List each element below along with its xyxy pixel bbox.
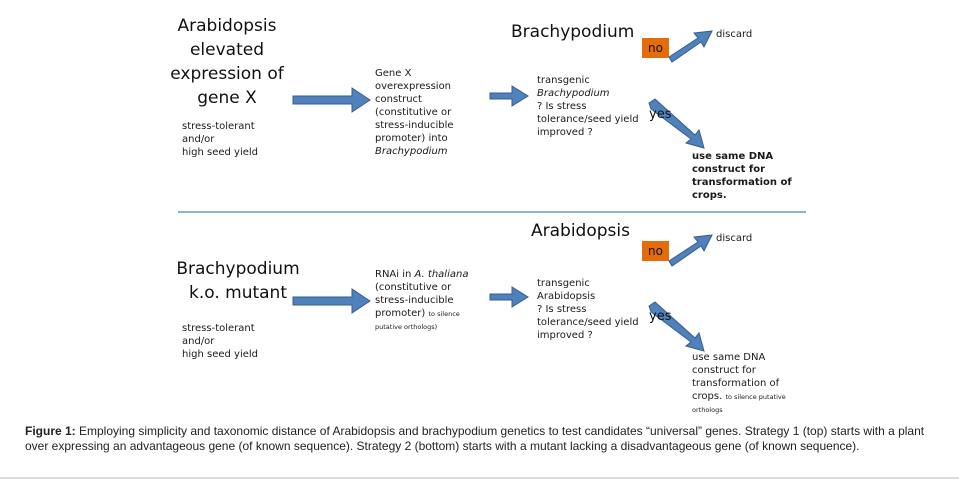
s2-question-line: improved ? <box>537 330 593 341</box>
s2-construct-line: stress-inducible <box>375 295 454 306</box>
s1-discard: discard <box>716 29 753 40</box>
s1-construct: Gene X overexpression construct (constit… <box>375 67 454 158</box>
s2-target-header: Arabidopsis <box>531 221 630 241</box>
s1-title-line: gene X <box>197 88 257 108</box>
s1-title: Arabidopsis elevated expression of gene … <box>163 14 291 110</box>
s1-question-line: improved ? <box>537 127 593 138</box>
s1-no-box: no <box>642 38 669 58</box>
s2-outcome-note-2: orthologs <box>692 406 723 414</box>
s2-trait-line: stress-tolerant <box>182 323 255 334</box>
s1-outcome-line: transformation of <box>692 177 792 188</box>
s1-trait-line: high seed yield <box>182 147 258 158</box>
s2-outcome-note: to silence putative <box>725 393 786 401</box>
s1-question-line: tolerance/seed yield <box>537 114 639 125</box>
arrow-s2-to-construct <box>292 288 371 314</box>
s2-transgenic: transgenic Arabidopsis ? Is stress toler… <box>537 277 639 342</box>
s2-construct-note-2: putative orthologs) <box>375 323 438 331</box>
s1-transgenic: transgenic Brachypodium ? Is stress tole… <box>537 74 639 139</box>
arrow-s1-to-transgenic <box>489 85 529 107</box>
s2-yes-label: yes <box>649 309 672 324</box>
arrow-s2-yes <box>648 301 705 352</box>
s1-target-header: Brachypodium <box>511 22 635 42</box>
s2-discard: discard <box>716 233 753 244</box>
s1-construct-line: (constitutive or <box>375 107 452 118</box>
s1-yes-label: yes <box>649 107 672 122</box>
figure-caption-label: Figure 1: <box>25 424 76 438</box>
s2-construct-line: (constitutive or <box>375 282 452 293</box>
s1-question-line: ? Is stress <box>537 101 587 112</box>
s1-transgenic-label: transgenic <box>537 75 590 86</box>
arrow-s1-no <box>668 30 713 63</box>
s1-transgenic-species: Brachypodium <box>537 88 610 99</box>
s2-outcome-last: crops. <box>692 391 723 402</box>
s1-trait: stress-tolerant and/or high seed yield <box>182 120 258 159</box>
s1-construct-line: stress-inducible <box>375 120 454 131</box>
s2-construct-promoter-line: promoter) to silence <box>375 307 468 321</box>
s1-construct-line: construct <box>375 94 422 105</box>
s2-construct-promoter: promoter) <box>375 308 426 319</box>
s2-question-line: tolerance/seed yield <box>537 317 639 328</box>
s1-outcome: use same DNA construct for transformatio… <box>692 150 792 202</box>
s2-construct-first-line: RNAi in A. thaliana <box>375 268 468 281</box>
s1-outcome-line: use same DNA <box>692 151 774 162</box>
arrow-s1-yes <box>648 98 705 149</box>
s2-question-line: ? Is stress <box>537 304 587 315</box>
s2-transgenic-species: Arabidopsis <box>537 291 596 302</box>
s2-outcome-last-line: crops. to silence putative <box>692 390 786 404</box>
s2-title-line: k.o. mutant <box>188 283 287 303</box>
s2-title-line: Brachypodium <box>176 259 300 279</box>
arrow-s1-to-construct <box>292 87 371 113</box>
figure-caption: Figure 1: Employing simplicity and taxon… <box>25 424 945 454</box>
s2-construct: RNAi in A. thaliana (constitutive or str… <box>375 268 468 334</box>
s1-construct-species: Brachypodium <box>375 146 448 157</box>
s1-trait-line: and/or <box>182 134 215 145</box>
s2-trait-line: and/or <box>182 336 215 347</box>
s2-construct-prefix: RNAi in <box>375 269 415 280</box>
s1-title-line: elevated <box>189 40 265 60</box>
s1-outcome-line: crops. <box>692 190 727 201</box>
arrow-s2-no <box>668 234 713 267</box>
s2-outcome-line: use same DNA <box>692 352 766 363</box>
s2-outcome-line: construct for <box>692 365 756 376</box>
arrow-s2-to-transgenic <box>489 286 529 308</box>
s2-title: Brachypodium k.o. mutant <box>172 257 304 305</box>
s2-outcome-line: transformation of <box>692 378 780 389</box>
s2-outcome: use same DNA construct for transformatio… <box>692 351 786 417</box>
figure-caption-text: Employing simplicity and taxonomic dista… <box>25 424 925 453</box>
s1-title-line: expression of <box>170 64 284 84</box>
s1-outcome-line: construct for <box>692 164 766 175</box>
s1-construct-line: Gene X <box>375 68 412 79</box>
s2-no-box: no <box>642 241 669 261</box>
s2-transgenic-label: transgenic <box>537 278 590 289</box>
s2-trait: stress-tolerant and/or high seed yield <box>182 322 258 361</box>
s2-construct-species: A. thaliana <box>414 269 469 280</box>
s1-construct-line: overexpression <box>375 81 452 92</box>
s1-title-line: Arabidopsis <box>177 16 277 36</box>
s2-construct-note: to silence <box>428 310 460 318</box>
s1-trait-line: stress-tolerant <box>182 121 255 132</box>
s1-construct-line: promoter) into <box>375 133 448 144</box>
s2-trait-line: high seed yield <box>182 349 258 360</box>
